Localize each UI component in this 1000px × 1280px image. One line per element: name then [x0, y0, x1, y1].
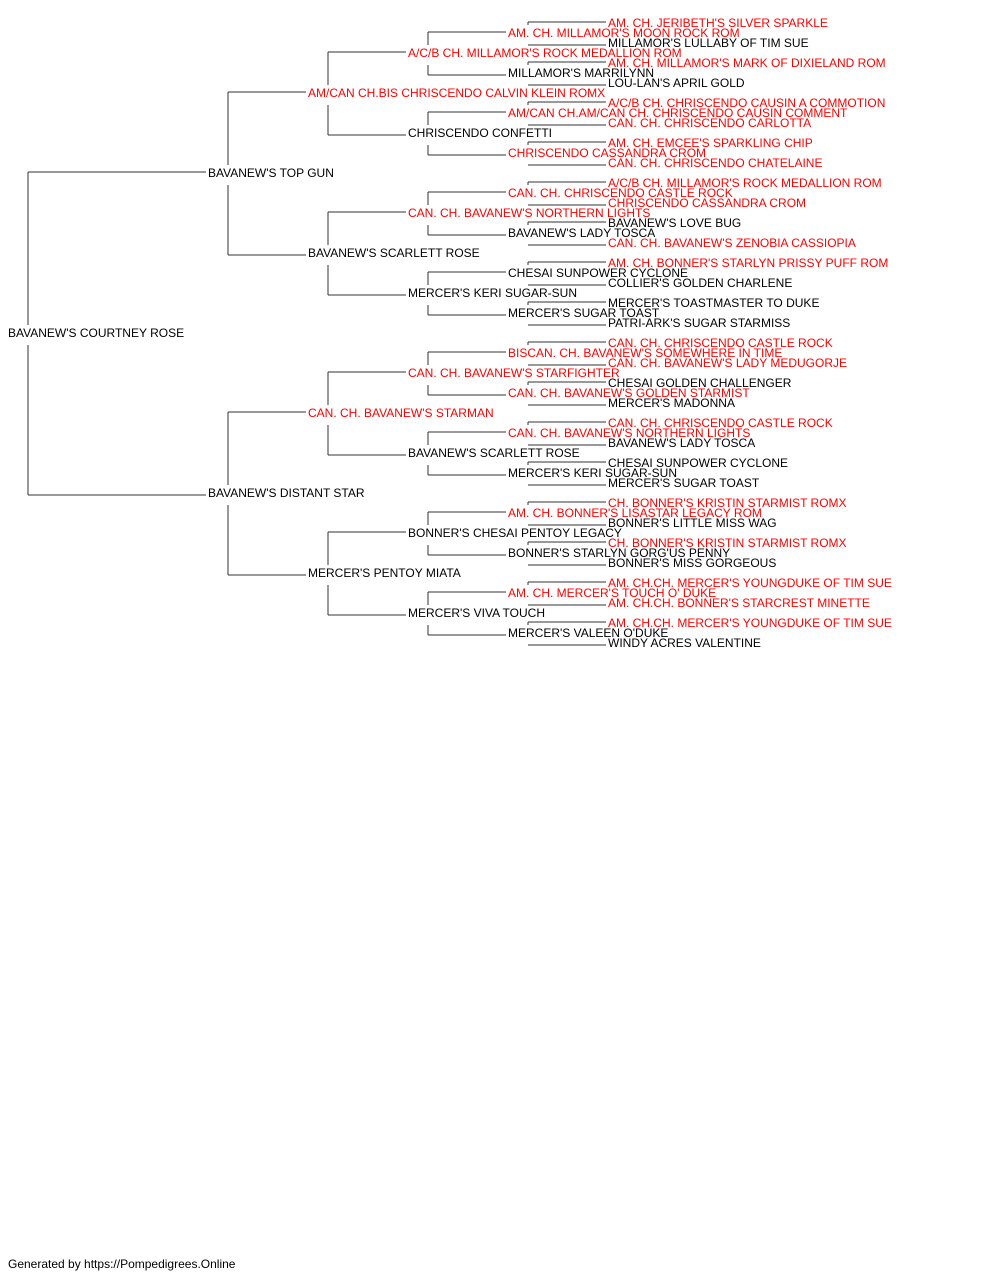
dog-name: BONNER'S LITTLE MISS WAG	[608, 516, 777, 530]
dog-name: MERCER'S PENTOY MIATA	[308, 566, 461, 580]
dog-name: LOU-LAN'S APRIL GOLD	[608, 76, 745, 90]
dog-name: CHESAI SUNPOWER CYCLONE	[608, 456, 788, 470]
champion-dog-name: AM. CH. EMCEE'S SPARKLING CHIP	[608, 136, 813, 150]
champion-dog-name: AM. CH. BONNER'S STARLYN PRISSY PUFF ROM	[608, 256, 888, 270]
champion-dog-name: AM. CH. MILLAMOR'S MARK OF DIXIELAND ROM	[608, 56, 886, 70]
dog-name: MERCER'S VALEEN O'DUKE	[508, 626, 668, 640]
champion-dog-name: CAN. CH. BAVANEW'S STARMAN	[308, 406, 494, 420]
champion-dog-name: CAN. CH. BAVANEW'S LADY MEDUGORJE	[608, 356, 847, 370]
champion-dog-name: CAN. CH. BAVANEW'S GOLDEN STARMIST	[508, 386, 750, 400]
generated-by-footer: Generated by https://Pompedigrees.Online	[8, 1257, 236, 1271]
champion-dog-name: CAN. CH. BAVANEW'S NORTHERN LIGHTS	[508, 426, 750, 440]
champion-dog-name: A/C/B CH. MILLAMOR'S ROCK MEDALLION ROM	[608, 176, 882, 190]
dog-name: CHRISCENDO CONFETTI	[408, 126, 552, 140]
champion-dog-name: CAN. CH. CHRISCENDO CHATELAINE	[608, 156, 822, 170]
champion-dog-name: CAN. CH. BAVANEW'S NORTHERN LIGHTS	[408, 206, 650, 220]
champion-dog-name: CHRISCENDO CASSANDRA CROM	[508, 146, 706, 160]
dog-name: BAVANEW'S SCARLETT ROSE	[408, 446, 580, 460]
dog-name: BAVANEW'S LADY TOSCA	[508, 226, 655, 240]
dog-name: PATRI-ARK'S SUGAR STARMISS	[608, 316, 790, 330]
champion-dog-name: AM. CH.CH. MERCER'S YOUNGDUKE OF TIM SUE	[608, 616, 892, 630]
dog-name: COLLIER'S GOLDEN CHARLENE	[608, 276, 792, 290]
dog-name: MILLAMOR'S MARRILYNN	[508, 66, 654, 80]
dog-name: MERCER'S TOASTMASTER TO DUKE	[608, 296, 819, 310]
champion-dog-name: AM. CH.CH. BONNER'S STARCREST MINETTE	[608, 596, 870, 610]
dog-name: BAVANEW'S LOVE BUG	[608, 216, 741, 230]
champion-dog-name: CH. BONNER'S KRISTIN STARMIST ROMX	[608, 496, 847, 510]
dog-name: BAVANEW'S TOP GUN	[208, 166, 334, 180]
dog-name: MERCER'S KERI SUGAR-SUN	[508, 466, 677, 480]
dog-name: BAVANEW'S SCARLETT ROSE	[308, 246, 480, 260]
champion-dog-name: BISCAN. CH. BAVANEW'S SOMEWHERE IN TIME	[508, 346, 782, 360]
dog-name: MERCER'S SUGAR TOAST	[508, 306, 660, 320]
dog-name: MERCER'S VIVA TOUCH	[408, 606, 545, 620]
dog-name: CHESAI SUNPOWER CYCLONE	[508, 266, 688, 280]
dog-name: BAVANEW'S DISTANT STAR	[208, 486, 365, 500]
dog-name: MERCER'S MADONNA	[608, 396, 735, 410]
champion-dog-name: AM. CH. MERCER'S TOUCH O' DUKE	[508, 586, 716, 600]
champion-dog-name: CAN. CH. CHRISCENDO CASTLE ROCK	[608, 336, 833, 350]
champion-dog-name: AM. CH.CH. MERCER'S YOUNGDUKE OF TIM SUE	[608, 576, 892, 590]
dog-name: MERCER'S SUGAR TOAST	[608, 476, 760, 490]
dog-name: MILLAMOR'S LULLABY OF TIM SUE	[608, 36, 809, 50]
champion-dog-name: AM. CH. JERIBETH'S SILVER SPARKLE	[608, 16, 828, 30]
dog-name: BAVANEW'S COURTNEY ROSE	[8, 326, 184, 340]
champion-dog-name: AM. CH. BONNER'S LISASTAR LEGACY ROM	[508, 506, 762, 520]
champion-dog-name: CAN. CH. CHRISCENDO CASTLE ROCK	[608, 416, 833, 430]
dog-name: WINDY ACRES VALENTINE	[608, 636, 761, 650]
champion-dog-name: A/C/B CH. MILLAMOR'S ROCK MEDALLION ROM	[408, 46, 682, 60]
champion-dog-name: CAN. CH. BAVANEW'S STARFIGHTER	[408, 366, 620, 380]
champion-dog-name: CAN. CH. CHRISCENDO CASTLE ROCK	[508, 186, 733, 200]
dog-name: BAVANEW'S LADY TOSCA	[608, 436, 755, 450]
champion-dog-name: AM/CAN CH.BIS CHRISCENDO CALVIN KLEIN RO…	[308, 86, 605, 100]
champion-dog-name: A/C/B CH. CHRISCENDO CAUSIN A COMMOTION	[608, 96, 885, 110]
champion-dog-name: CH. BONNER'S KRISTIN STARMIST ROMX	[608, 536, 847, 550]
champion-dog-name: CAN. CH. CHRISCENDO CARLOTTA	[608, 116, 811, 130]
dog-name: BONNER'S STARLYN GORG'US PENNY	[508, 546, 730, 560]
champion-dog-name: CAN. CH. BAVANEW'S ZENOBIA CASSIOPIA	[608, 236, 856, 250]
dog-name: CHESAI GOLDEN CHALLENGER	[608, 376, 792, 390]
champion-dog-name: AM. CH. MILLAMOR'S MOON ROCK ROM	[508, 26, 740, 40]
champion-dog-name: AM/CAN CH.AM/CAN CH. CHRISCENDO CAUSIN C…	[508, 106, 848, 120]
champion-dog-name: CHRISCENDO CASSANDRA CROM	[608, 196, 806, 210]
dog-name: MERCER'S KERI SUGAR-SUN	[408, 286, 577, 300]
dog-name: BONNER'S CHESAI PENTOY LEGACY	[408, 526, 622, 540]
dog-name: BONNER'S MISS GORGEOUS	[608, 556, 776, 570]
